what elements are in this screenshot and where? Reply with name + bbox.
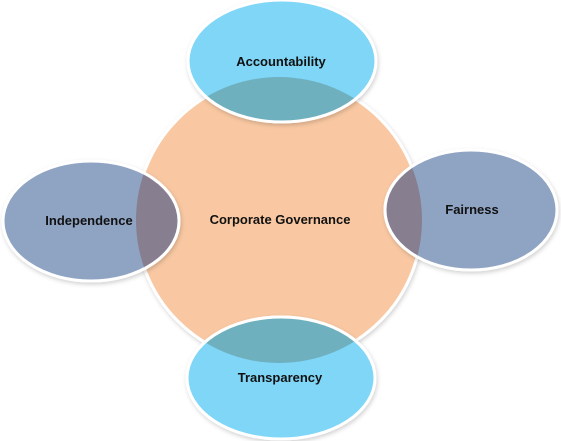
independence-overlap xyxy=(136,159,181,283)
center-label: Corporate Governance xyxy=(210,212,351,227)
fairness-overlap xyxy=(383,148,422,272)
accountability-overlap xyxy=(186,77,378,124)
transparency-label: Transparency xyxy=(238,370,323,385)
accountability-label: Accountability xyxy=(236,54,326,69)
fairness-label: Fairness xyxy=(445,202,498,217)
transparency-overlap xyxy=(185,315,377,363)
independence-label: Independence xyxy=(45,213,132,228)
